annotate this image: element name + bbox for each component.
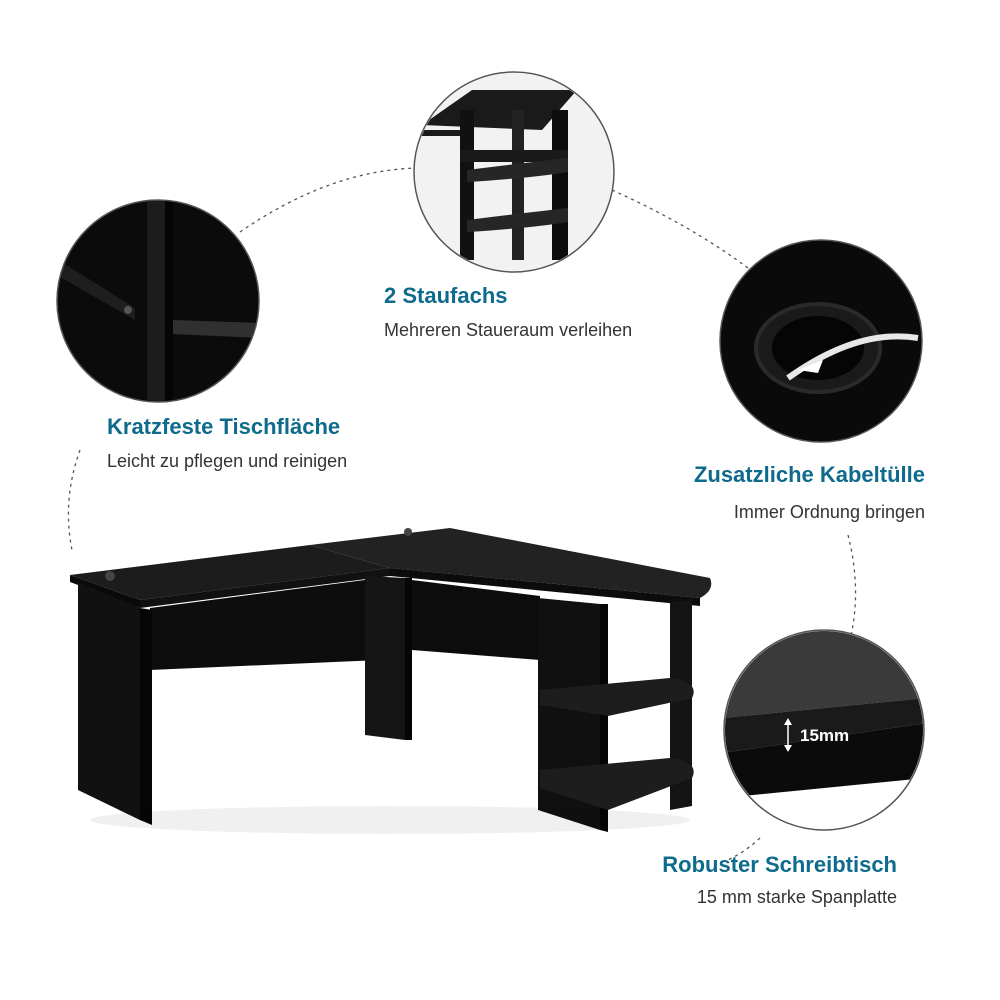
thickness-detail-image (723, 629, 925, 831)
sturdy-feature-title: Robuster Schreibtisch (662, 852, 897, 877)
shelves-feature-title: 2 Staufachs (384, 283, 508, 308)
sturdy-feature-subtitle: 15 mm starke Spanplatte (696, 887, 897, 907)
grommet-detail-image (719, 239, 923, 443)
surface-feature-title: Kratzfeste Tischfläche (107, 414, 341, 439)
surface-detail-image (56, 199, 260, 403)
thickness-label: 15mm (800, 726, 850, 745)
surface-feature-subtitle: Leicht zu pflegen und reinigen (107, 451, 348, 471)
desk-product-image (70, 528, 712, 834)
shelf-detail-image (413, 71, 615, 273)
grommet-feature-title: Zusatzliche Kabeltülle (693, 462, 925, 487)
grommet-feature-subtitle: Immer Ordnung bringen (733, 502, 925, 522)
shelves-feature-subtitle: Mehreren Staueraum verleihen (384, 320, 633, 340)
